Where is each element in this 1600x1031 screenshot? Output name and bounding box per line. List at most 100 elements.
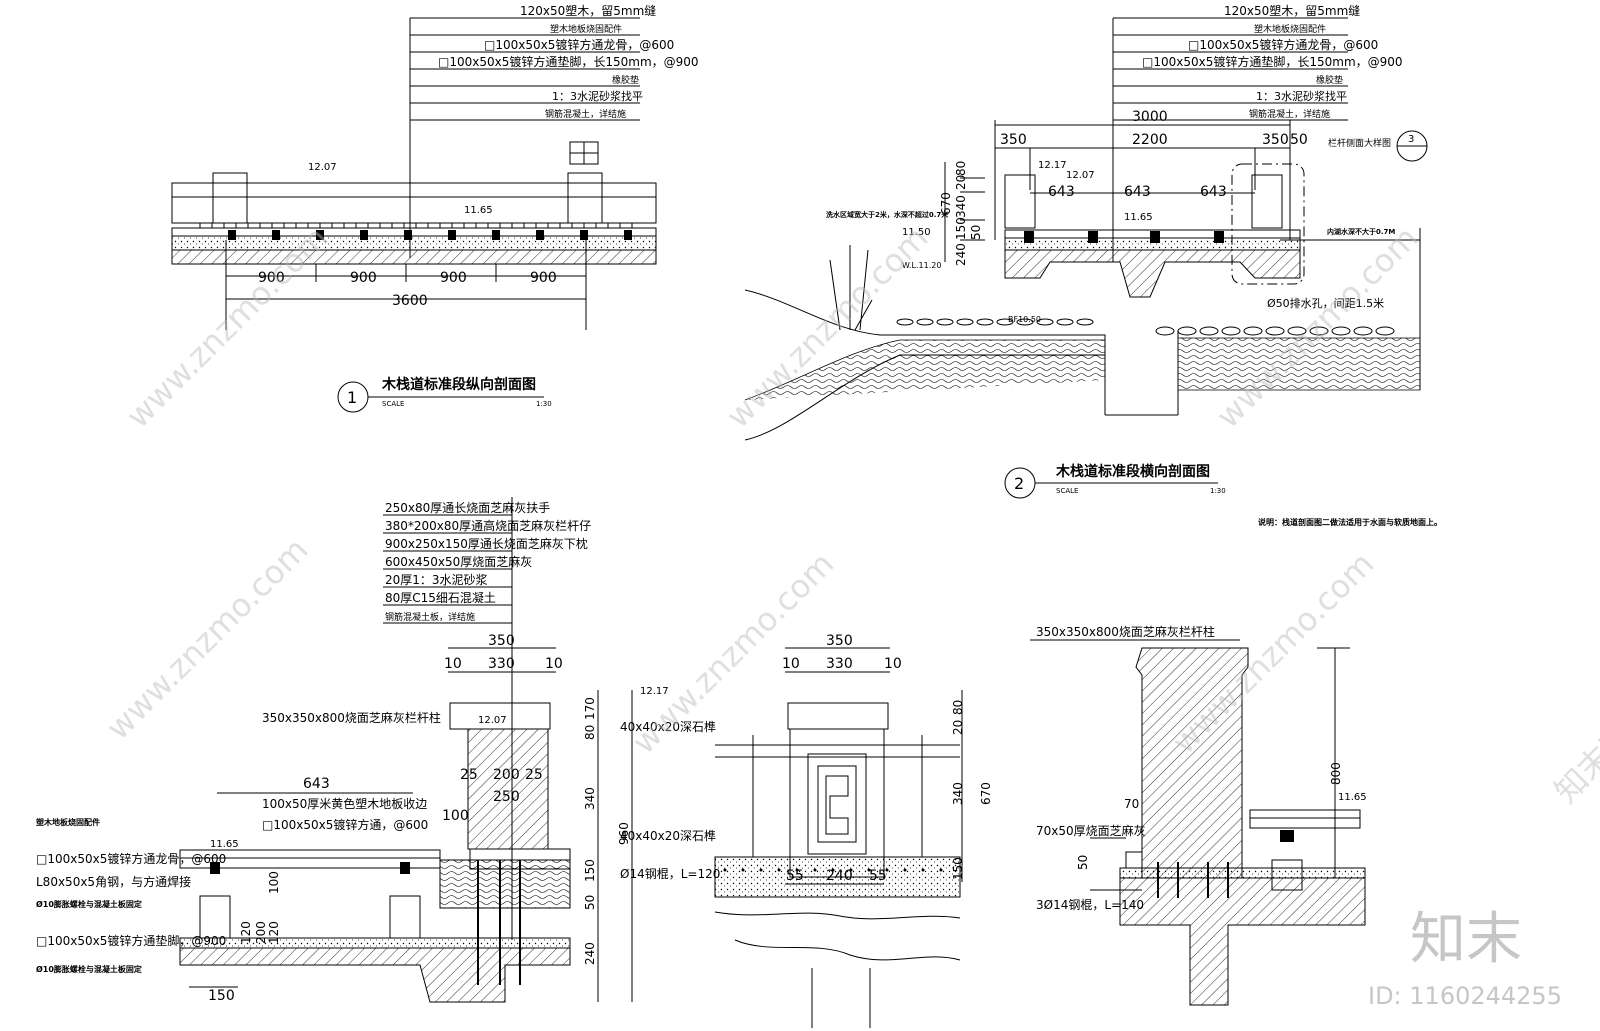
callout-5: 橡胶垫 (612, 74, 639, 86)
section-3 (179, 497, 633, 1003)
note-explanation: 说明：栈道剖面图二做法适用于水面与软质地面上。 (1258, 517, 1442, 527)
dim-14: 340 (583, 787, 597, 810)
level-4: 11.50 (902, 227, 931, 238)
scale-value: 1:30 (1210, 487, 1226, 495)
scale-label: SCALE (1056, 487, 1078, 495)
dim-6: 240 (826, 868, 853, 884)
left-callout-6: Ø10膨胀螺栓与混凝土板固定 (36, 964, 142, 974)
level-1: 11.65 (1338, 792, 1367, 803)
pebble (996, 318, 1014, 326)
gravel-dot (777, 868, 781, 872)
gravel-dot (795, 868, 799, 872)
section-5-text: 350x350x800烧面芝麻灰栏杆柱 70x50厚烧面芝麻灰 3Ø14钢棍，L… (1036, 624, 1367, 912)
pebble (956, 318, 974, 326)
callout-3: 3Ø14钢棍，L=140 (1036, 898, 1144, 912)
section-1 (171, 17, 657, 413)
gravel-dot (741, 868, 745, 872)
dim-mid-1: 643 (1048, 184, 1075, 200)
dim-top-4: 350 (1262, 132, 1289, 148)
mid-callout-6: Ø14钢棍，L=120 (620, 867, 720, 881)
joist-mark (492, 230, 500, 240)
dim-2: 10 (782, 656, 800, 672)
note-water-right: 内湖水深不大于0.7M (1327, 227, 1395, 236)
note-detail: 栏杆侧面大样图 (1328, 137, 1391, 149)
pebble (1243, 326, 1263, 336)
dim-2: 70 (1124, 797, 1139, 811)
dim-9: 20 (951, 720, 965, 735)
mid-callout-4: 40x40x20深石榫 (620, 719, 716, 734)
level-1: 12.17 (640, 686, 669, 697)
callout-2: 70x50厚烧面芝麻灰 (1036, 823, 1146, 838)
callout-4: 600x450x50厚烧面芝麻灰 (385, 554, 532, 569)
callout-3: □100x50x5镀锌方通龙骨，@600 (484, 37, 674, 52)
section-title: 木栈道标准段横向剖面图 (1055, 463, 1210, 480)
joist-mark (580, 230, 588, 240)
joist-mark (448, 230, 456, 240)
dim-5: 55 (786, 868, 804, 884)
dim-2: 900 (350, 270, 377, 286)
gravel-dot (813, 868, 817, 872)
gravel-dot (831, 868, 835, 872)
callout-2: 380*200x80厚通高烧面芝麻灰栏杆仔 (385, 518, 591, 533)
dim-18: 240 (583, 942, 597, 965)
pebble (1309, 326, 1329, 336)
left-callout-5: □100x50x5镀锌方通垫脚，@900 (36, 933, 226, 948)
dim-10: 100 (442, 808, 469, 824)
scale-value: 1:30 (536, 400, 552, 408)
note-drain: Ø50排水孔，间距1.5米 (1267, 296, 1384, 310)
dim-1: 350 (488, 633, 515, 649)
dim-17: 50 (583, 895, 597, 910)
dim-top-1: 3000 (1132, 109, 1168, 125)
gravel-dot (903, 868, 907, 872)
section-1-text: 120x50塑木，留5mm缝 塑木地板烧固配件 □100x50x5镀锌方通龙骨，… (258, 3, 699, 408)
level-6: BF10.50 (1008, 315, 1041, 324)
dim-16: 150 (583, 859, 597, 882)
dim-22: 120 (267, 921, 281, 944)
callout-5: 橡胶垫 (1316, 74, 1343, 86)
joist-mark (360, 230, 368, 240)
pebble (1331, 326, 1351, 336)
dim-4: 10 (884, 656, 902, 672)
gravel-dot (921, 868, 925, 872)
dim-7: 200 (493, 767, 520, 783)
section-title: 木栈道标准段纵向剖面图 (381, 376, 536, 393)
note-water-left: 洗水区域宽大于2米，水深不超过0.7米 (826, 210, 949, 219)
section-3-text: 250x80厚通长烧面芝麻灰扶手 380*200x80厚通高烧面芝麻灰栏杆仔 9… (36, 500, 720, 1004)
dim-v-6: 240 (954, 243, 968, 266)
left-callout-3: L80x50x5角钢，与方通焊接 (36, 874, 191, 889)
callout-6: 1：3水泥砂浆找平 (552, 89, 643, 103)
pebble (1287, 326, 1307, 336)
left-callout-2: □100x50x5镀锌方通龙骨，@600 (36, 851, 226, 866)
pebble (1375, 326, 1395, 336)
level-5: W.L.11.20 (902, 261, 941, 270)
callout-1: 120x50塑木，留5mm缝 (520, 3, 656, 18)
dim-19: 100 (267, 871, 281, 894)
note-detail-number: 3 (1408, 134, 1414, 145)
joist-mark (536, 230, 544, 240)
section-5-marks (1157, 830, 1294, 898)
dim-2: 10 (444, 656, 462, 672)
left-callout-1: 塑木地板烧固配件 (36, 817, 100, 827)
section-4-text: 350 10 330 10 55 240 55 80 20 340 670 15… (782, 633, 993, 884)
section-4 (714, 647, 963, 1028)
dim-v-1: 80 (954, 161, 968, 176)
callout-6: 1：3水泥砂浆找平 (1256, 89, 1347, 103)
section-1-marks (199, 223, 633, 240)
dim-3: 50 (1076, 855, 1090, 870)
section-5 (1030, 639, 1366, 1006)
callout-3: 900x250x150厚通长烧面芝麻灰下枕 (385, 536, 588, 551)
callout-4: □100x50x5镀锌方通垫脚，长150mm，@900 (1142, 54, 1403, 69)
level-2: 11.65 (464, 205, 493, 216)
pebble (1056, 318, 1074, 326)
watermark-site: www.znzmo.com (719, 219, 936, 436)
dim-6: 25 (460, 767, 478, 783)
dim-mid-3: 643 (1200, 184, 1227, 200)
dim-21: 120 (239, 921, 253, 944)
section-2 (744, 17, 1428, 499)
callout-1: 350x350x800烧面芝麻灰栏杆柱 (1036, 624, 1215, 639)
level-1: 12.07 (308, 162, 337, 173)
dim-top-2: 350 (1000, 132, 1027, 148)
gravel-dot (885, 868, 889, 872)
dim-13: 80 (583, 725, 597, 740)
